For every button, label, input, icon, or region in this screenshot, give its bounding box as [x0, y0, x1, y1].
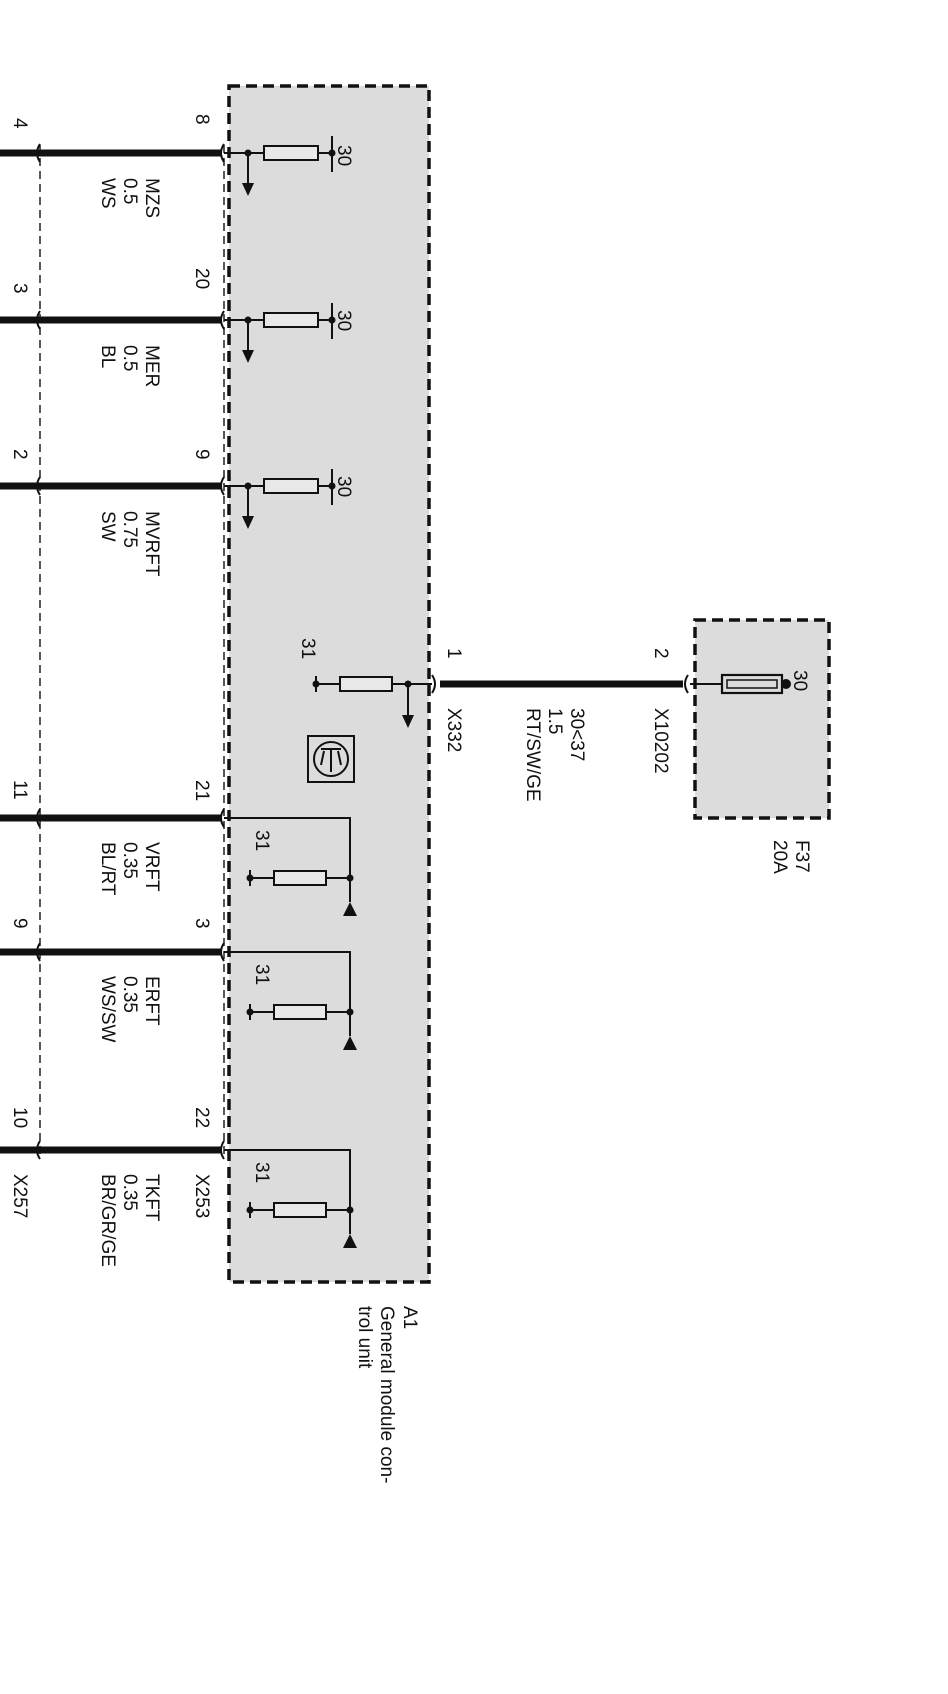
- supply-pin-label: 1: [443, 648, 464, 659]
- supply-cross-section-label: 1.5: [544, 708, 565, 734]
- terminal-label: 30: [333, 310, 354, 331]
- line-mer: [0, 303, 336, 363]
- wire-cross-section-label: 0.35: [119, 1174, 140, 1211]
- connector-x253-label: X253: [191, 1174, 212, 1218]
- wire-cross-section-label: 0.35: [119, 976, 140, 1013]
- wire-color-label: SW: [97, 511, 118, 542]
- pin-module-label: 21: [191, 780, 212, 801]
- wire-color-label: BL: [97, 345, 118, 368]
- pin-far-label: 9: [9, 918, 30, 929]
- supply-connector-label: X332: [443, 708, 464, 752]
- wire-name-label: TKFT: [141, 1174, 162, 1222]
- pin-module-label: 3: [191, 918, 212, 929]
- pin-module-label: 22: [191, 1107, 212, 1128]
- line-erft: [0, 942, 357, 1050]
- module-name-line2: trol unit: [354, 1306, 375, 1369]
- line-mzs: [0, 136, 336, 196]
- wire-color-label: WS/SW: [97, 976, 118, 1043]
- line-mvrft: [0, 469, 336, 529]
- module-designation-label: A1: [399, 1306, 420, 1329]
- ground-terminal-label: 31: [251, 830, 272, 851]
- terminal-label: 30: [333, 476, 354, 497]
- wire-name-label: ERFT: [141, 976, 162, 1026]
- connector-x257-label: X257: [9, 1174, 30, 1218]
- pin-far-label: 2: [9, 449, 30, 460]
- wire-cross-section-label: 0.35: [119, 842, 140, 879]
- fuse-rating-label: 20A: [769, 840, 790, 874]
- pin-module-label: 8: [191, 114, 212, 125]
- fuse-pin-label: 2: [650, 648, 671, 659]
- wire-color-label: BR/GR/GE: [97, 1174, 118, 1267]
- pin-module-label: 9: [191, 449, 212, 460]
- fuse-designation-label: F37: [791, 840, 812, 873]
- fuse-box: [693, 618, 831, 820]
- terminal-label: 30: [333, 145, 354, 166]
- pin-module-label: 20: [191, 268, 212, 289]
- pin-far-label: 10: [9, 1107, 30, 1128]
- ground-terminal-label: 31: [251, 964, 272, 985]
- module-name-line1: General module con-: [376, 1306, 397, 1483]
- wire-color-label: BL/RT: [97, 842, 118, 896]
- ground-terminal-label: 31: [297, 638, 318, 659]
- pin-far-label: 11: [9, 780, 30, 800]
- wire-name-label: MVRFT: [141, 511, 162, 577]
- supply-terminal-label: 30<37: [566, 708, 587, 761]
- supply-line: [312, 674, 689, 728]
- transistor-icon: [307, 735, 355, 783]
- fuse-connector-label: X10202: [650, 708, 671, 774]
- wire-color-label: WS: [97, 178, 118, 209]
- wire-name-label: VRFT: [141, 842, 162, 892]
- wire-cross-section-label: 0.5: [119, 345, 140, 371]
- pin-far-label: 3: [9, 283, 30, 294]
- fuse-terminal-label: 30: [789, 670, 810, 691]
- pin-far-label: 4: [9, 118, 30, 129]
- supply-color-label: RT/SW/GE: [522, 708, 543, 802]
- ground-terminal-label: 31: [251, 1162, 272, 1183]
- wire-name-label: MZS: [141, 178, 162, 218]
- wire-name-label: MER: [141, 345, 162, 387]
- wire-cross-section-label: 0.5: [119, 178, 140, 204]
- wire-cross-section-label: 0.75: [119, 511, 140, 548]
- fuse-icon: [690, 673, 791, 695]
- line-tkft: [0, 1140, 357, 1248]
- line-vrft: [0, 808, 357, 916]
